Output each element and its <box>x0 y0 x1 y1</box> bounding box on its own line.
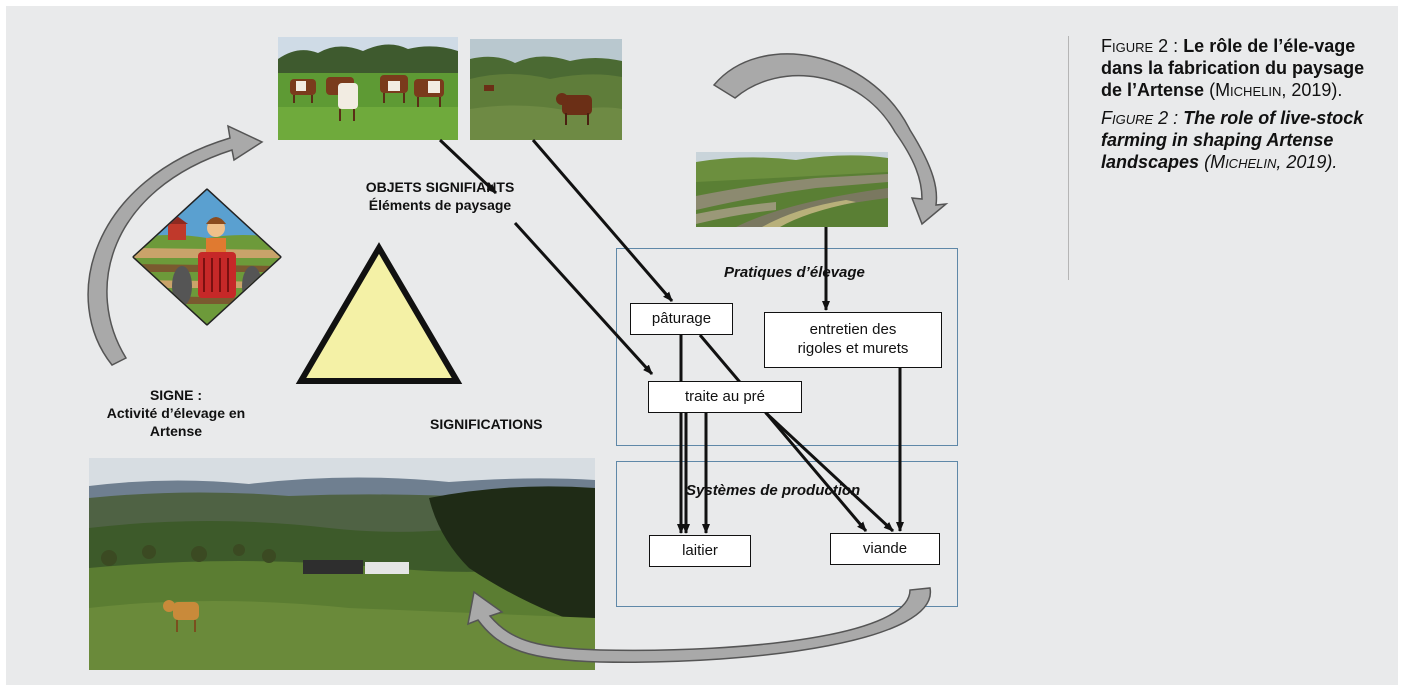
caption-en-title: The role of live-stock farming in shapin… <box>1101 107 1364 172</box>
laitier-box: laitier <box>649 535 751 567</box>
caption-fr-author: Michelin <box>1215 79 1282 100</box>
signe-label: SIGNE : Activité d’élevage en Artense <box>86 386 266 440</box>
paturage-box: pâturage <box>630 303 733 335</box>
pratiques-title: Pratiques d’élevage <box>724 264 865 281</box>
pratiques-frame <box>616 248 958 446</box>
entretien-text-1: entretien des <box>809 321 897 339</box>
signe-line-3: Artense <box>149 423 203 439</box>
semiotic-triangle <box>295 242 463 384</box>
caption-en: Figure 2 : The role of live-stock farmin… <box>1101 108 1388 174</box>
systemes-title: Systèmes de production <box>686 482 861 499</box>
curved-arrow-right <box>712 53 949 226</box>
objets-label: OBJETS SIGNIFIANTS Éléments de paysage <box>330 178 550 214</box>
arrow-traite-to-viande <box>764 411 895 533</box>
viande-box: viande <box>830 533 940 565</box>
caption-en-author: Michelin <box>1210 151 1277 172</box>
curved-arrow-bottom <box>467 587 931 663</box>
caption-fr-prefix: Figure 2 : <box>1101 36 1184 56</box>
caption-fr-title: Le rôle de l’éle-vage dans la fabricatio… <box>1101 36 1365 100</box>
significations-label: SIGNIFICATIONS <box>430 416 543 432</box>
caption-en-ref-open: ( <box>1204 151 1211 172</box>
paturage-text: pâturage <box>651 309 712 327</box>
arrow-photo2-to-paturage <box>531 139 674 302</box>
traite-box: traite au pré <box>648 381 802 413</box>
cows-meadow-photo <box>278 37 458 140</box>
arrow-photo1-to-traite <box>438 138 498 195</box>
viande-text: viande <box>862 539 908 557</box>
arrow-objets-to-traite <box>513 221 654 376</box>
caption-en-prefix: Figure 2 : <box>1101 107 1184 128</box>
farmer-tractor-logo <box>132 188 282 326</box>
caption-fr-ref-open: ( <box>1209 79 1216 100</box>
objets-subtitle: Éléments de paysage <box>368 197 512 213</box>
entretien-text-2: rigoles et murets <box>797 340 909 357</box>
figure-caption: Figure 2 : Le rôle de l’éle-vage dans la… <box>1068 36 1388 280</box>
systemes-frame <box>616 461 958 607</box>
signe-title: SIGNE : <box>149 387 203 403</box>
caption-en-year: , 2019). <box>1276 151 1338 172</box>
curved-arrow-left <box>87 124 264 366</box>
laitier-text: laitier <box>682 541 718 559</box>
stone-walls-photo <box>696 152 888 227</box>
caption-fr: Figure 2 : Le rôle de l’éle-vage dans la… <box>1101 36 1388 102</box>
traite-text: traite au pré <box>684 387 766 405</box>
moorland-cow-photo <box>470 39 622 140</box>
arrow-paturage-to-viande <box>698 334 868 532</box>
caption-fr-year: , 2019). <box>1281 79 1343 100</box>
signe-line-2: Activité d’élevage en <box>106 405 246 421</box>
objets-title: OBJETS SIGNIFIANTS <box>365 179 515 195</box>
entretien-box: entretien des rigoles et murets <box>764 312 942 368</box>
